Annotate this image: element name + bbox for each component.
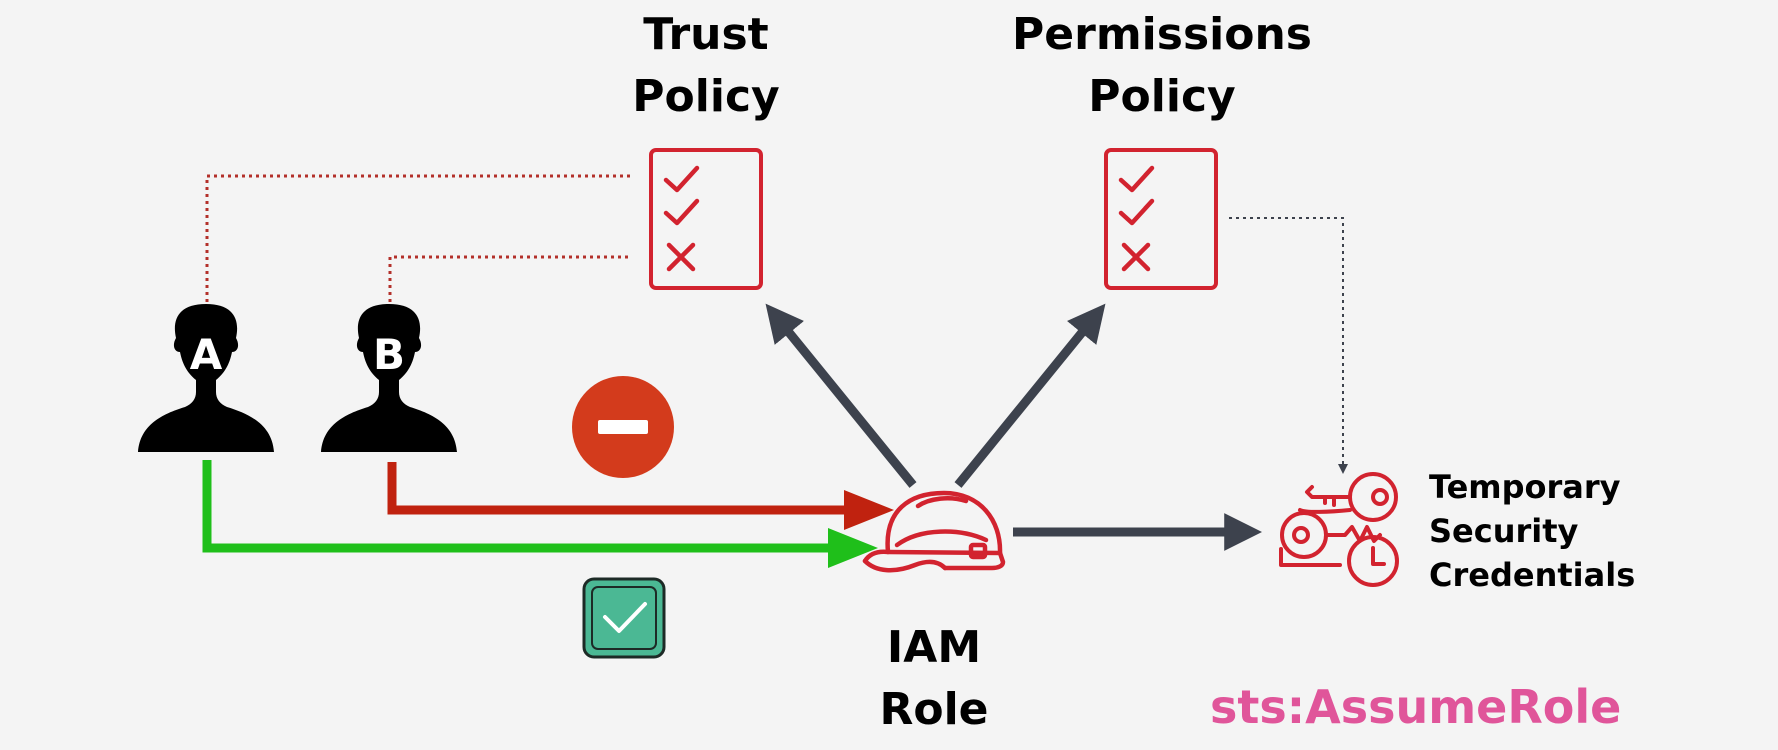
hard-hat-icon [862, 490, 1006, 573]
sts-action-label: sts:AssumeRole [1210, 680, 1622, 734]
user-a-trust-link [205, 174, 632, 302]
user-a-avatar: A [138, 304, 274, 452]
user-b-avatar: B [321, 304, 457, 452]
user-b-trust-link [388, 255, 632, 302]
iam-role-title-line1: IAM [886, 622, 982, 673]
keys-clock-icon [1279, 472, 1399, 587]
credentials-line2: Security [1429, 512, 1579, 550]
no-entry-icon [572, 376, 674, 478]
trust-policy-title-line1: Trust [643, 9, 769, 60]
iam-role-title: IAM Role [834, 617, 1034, 741]
iam-role-title-line2: Role [879, 684, 989, 735]
user-a-letter: A [190, 330, 223, 379]
trust-policy-title-line2: Policy [632, 71, 780, 122]
trust-policy-document-icon [649, 148, 763, 290]
permissions-policy-title-line1: Permissions [1012, 9, 1312, 60]
credentials-line1: Temporary [1429, 468, 1621, 506]
permissions-policy-title-line2: Policy [1088, 71, 1236, 122]
role-to-permissions-arrow [954, 303, 1106, 488]
permissions-policy-title: Permissions Policy [1000, 4, 1324, 128]
user-b-letter: B [373, 330, 405, 379]
permissions-policy-document-icon [1104, 148, 1218, 290]
credentials-line3: Credentials [1429, 556, 1636, 594]
checkbox-icon [582, 577, 666, 659]
temporary-credentials-title: Temporary Security Credentials [1429, 465, 1635, 597]
permissions-credentials-link [1229, 217, 1348, 474]
trust-policy-title: Trust Policy [586, 4, 826, 128]
user-a-allowed-arrow [202, 460, 878, 568]
role-to-trust-arrow [765, 303, 917, 488]
user-b-denied-arrow [387, 462, 894, 530]
